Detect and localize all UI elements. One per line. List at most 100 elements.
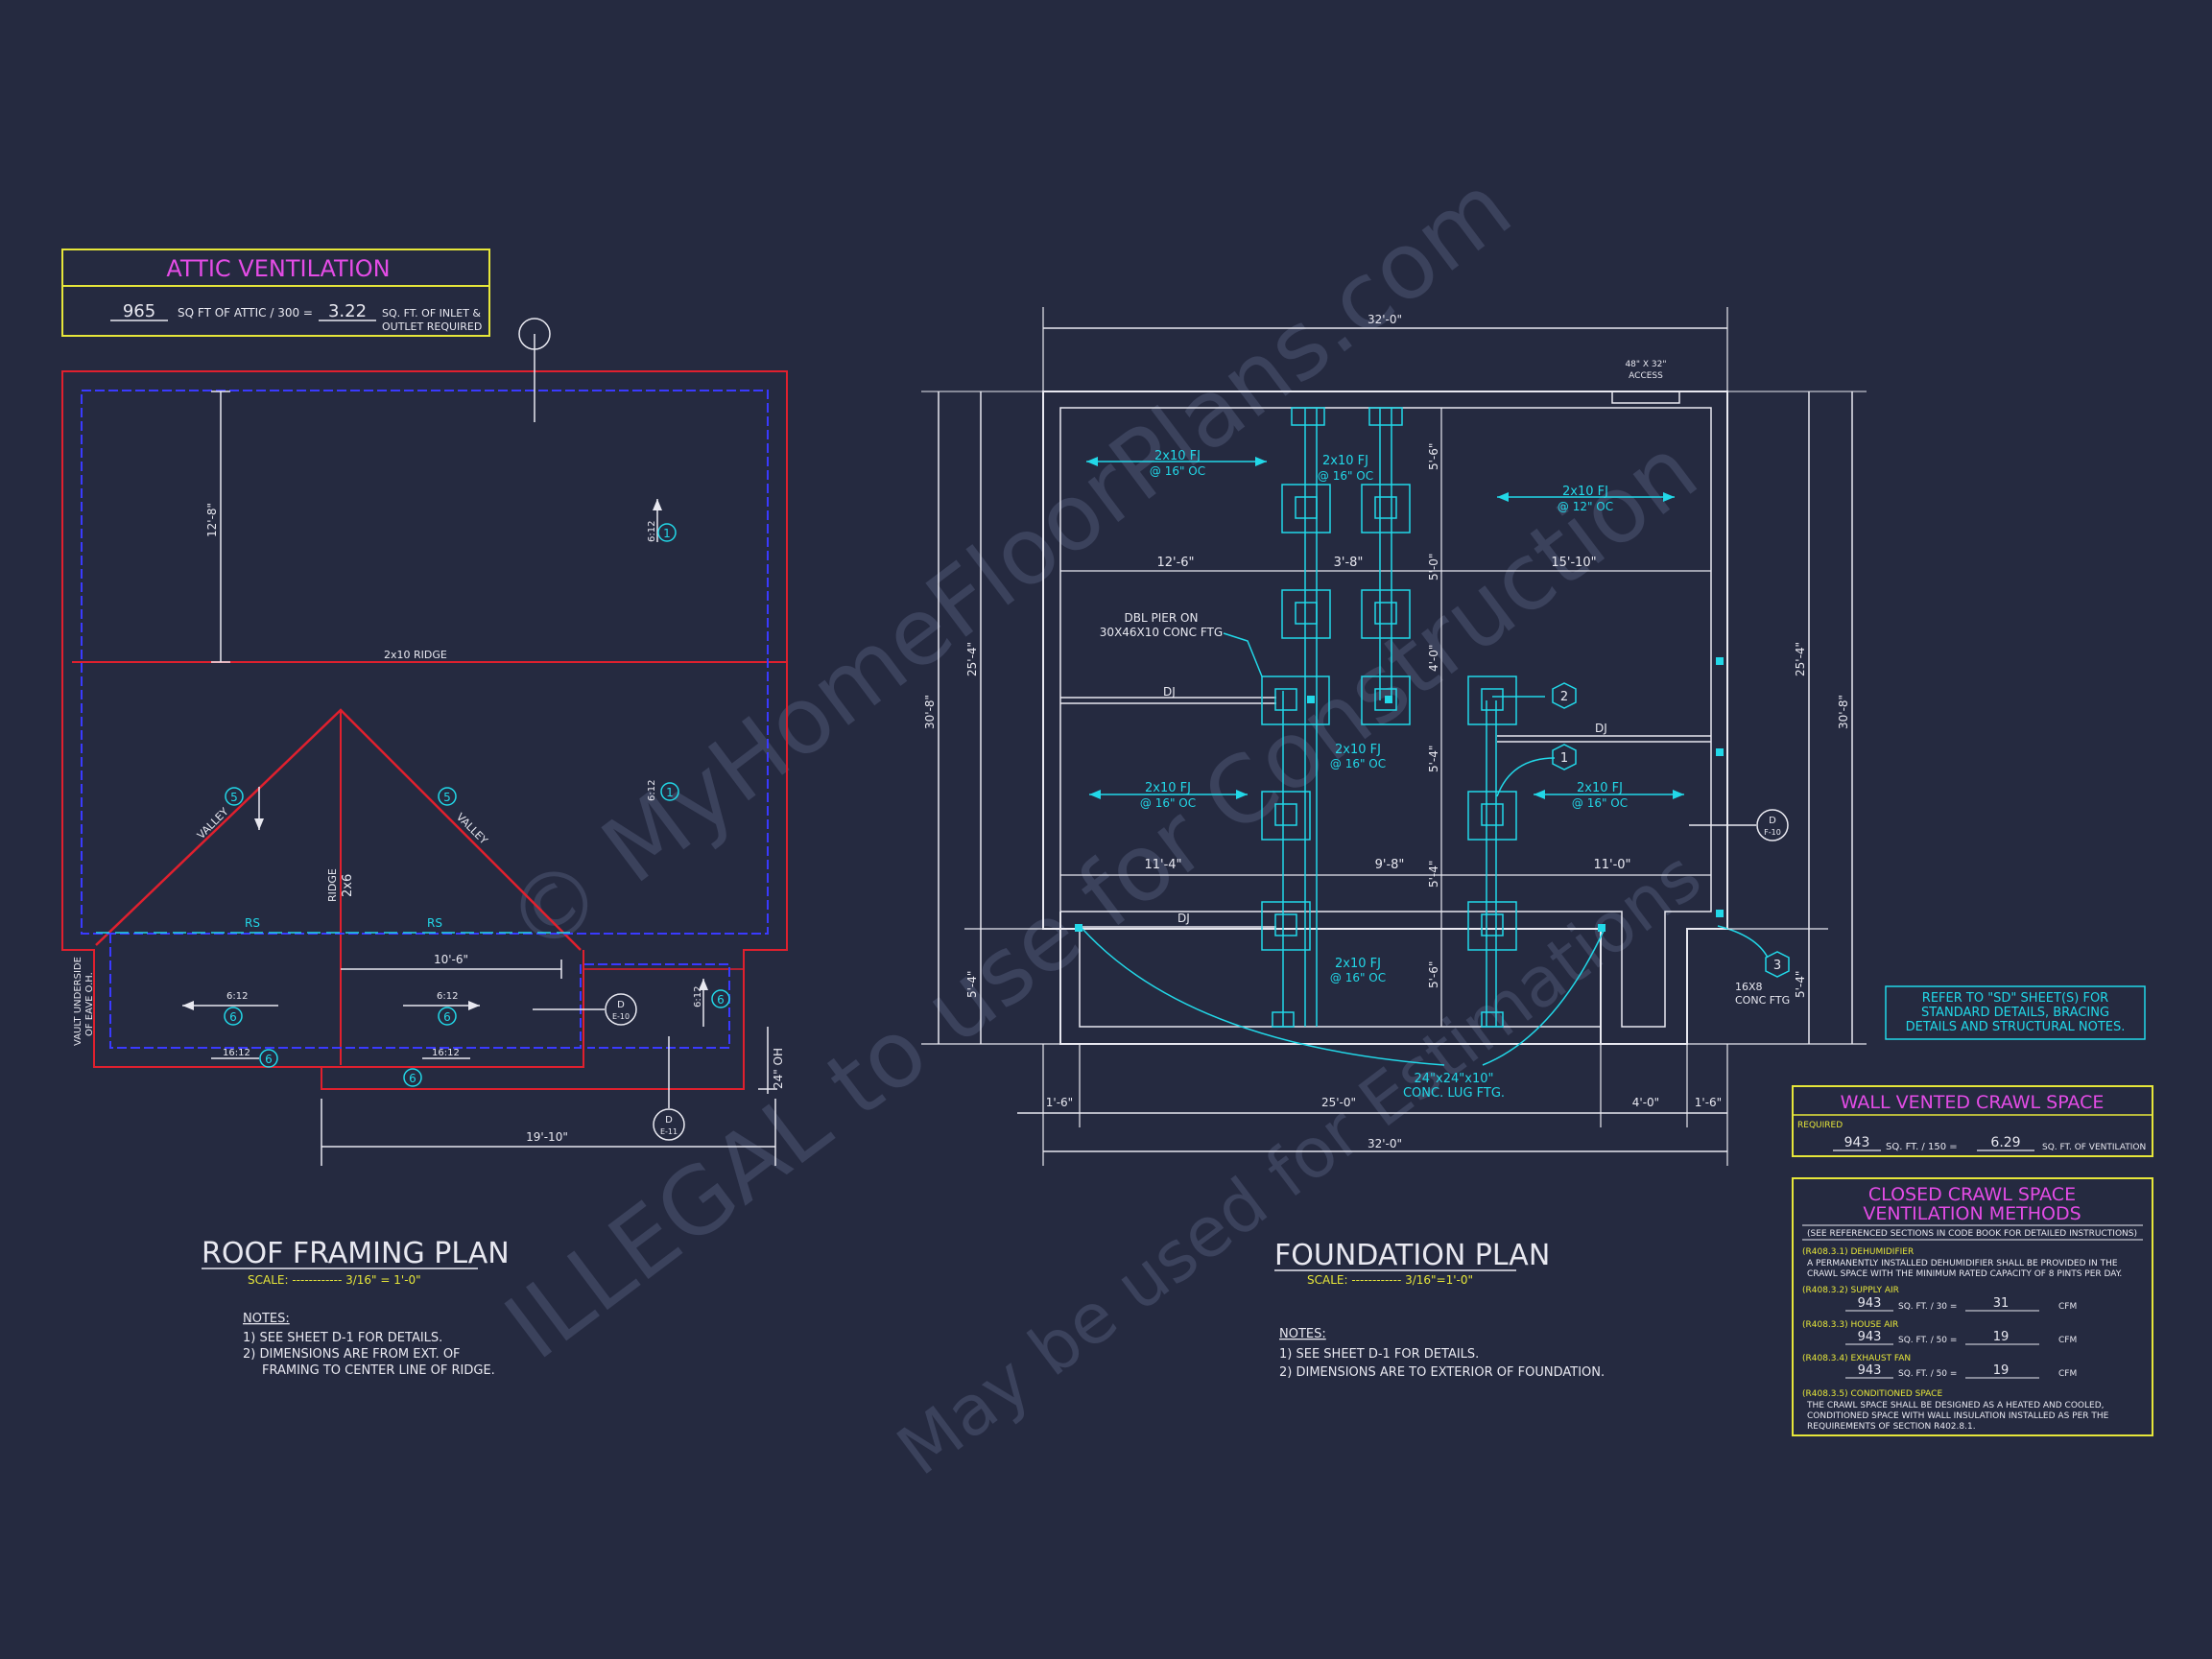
attic-text-1: SQ FT OF ATTIC / 300 = <box>178 306 313 320</box>
foundation-plan-title: FOUNDATION PLAN <box>1274 1239 1550 1272</box>
pitch-marker-16-a: 16:12 6 <box>211 1048 278 1068</box>
svg-text:@ 16" OC: @ 16" OC <box>1140 796 1196 810</box>
dim-30-8-right: 30'-8" <box>1837 695 1850 729</box>
dim-top-32-0: 32'-0" <box>1368 313 1402 326</box>
wall-vented-required: REQUIRED <box>1797 1121 1843 1130</box>
attic-sqft: 965 <box>123 301 155 321</box>
svg-text:D: D <box>665 1115 673 1126</box>
svg-text:2x10 FJ: 2x10 FJ <box>1322 454 1368 468</box>
closed-crawl-box: CLOSED CRAWL SPACE VENTILATION METHODS (… <box>1792 1177 2153 1436</box>
attic-ventilation-title: ATTIC VENTILATION <box>166 255 390 282</box>
exhaust-fan-code: (R408.3.4) EXHAUST FAN <box>1802 1354 1911 1363</box>
house-air-sqft: 943 <box>1858 1330 1882 1344</box>
pier-dots <box>1075 657 1724 932</box>
pitch-marker-1-lower: 6:12 1 <box>647 780 679 801</box>
svg-text:2x10 FJ: 2x10 FJ <box>1154 449 1201 463</box>
section-marker-d-f10: D F-10 <box>1689 809 1789 841</box>
dim-9-8: 9'-8" <box>1375 858 1405 872</box>
exhaust-fan-cfm: CFM <box>2058 1369 2077 1379</box>
pitch-marker-6-b: 6:12 6 <box>403 991 480 1026</box>
svg-text:E-11: E-11 <box>660 1127 678 1136</box>
svg-text:1: 1 <box>663 527 671 540</box>
roof-note-2: 2) DIMENSIONS ARE FROM EXT. OF <box>243 1347 461 1362</box>
fj-label-f: 2x10 FJ @ 16" OC <box>1534 781 1684 810</box>
svg-text:6:12: 6:12 <box>647 780 657 801</box>
dim-11-0: 11'-0" <box>1593 858 1630 872</box>
conditioned-space-b: CONDITIONED SPACE WITH WALL INSULATION I… <box>1807 1411 2109 1421</box>
house-air-value: 19 <box>1993 1330 2010 1344</box>
dj-label-2: DJ <box>1595 722 1607 735</box>
svg-text:@ 16" OC: @ 16" OC <box>1330 757 1386 770</box>
supply-air-cfm: CFM <box>2058 1302 2077 1312</box>
foundation-plan: DJ DJ DJ <box>921 307 1867 1380</box>
callout-2: 2 <box>1492 682 1577 709</box>
foundation-note-1: 1) SEE SHEET D-1 FOR DETAILS. <box>1279 1347 1479 1362</box>
fj-label-d: 2x10 FJ @ 16" OC <box>1089 781 1248 810</box>
supply-air-code: (R408.3.2) SUPPLY AIR <box>1802 1286 1899 1295</box>
vault-note-b: OF EAVE O.H. <box>84 972 95 1036</box>
closed-crawl-subtitle: (SEE REFERENCED SECTIONS IN CODE BOOK FO… <box>1807 1229 2137 1239</box>
closed-crawl-title-b: VENTILATION METHODS <box>1863 1203 2081 1224</box>
watermark-line-1: © MyHomeFloorPlans.com <box>486 154 1530 978</box>
dim-12-8: 12'-8" <box>205 503 219 537</box>
dim-1-6-right: 1'-6" <box>1695 1096 1722 1109</box>
fj-label-g: 2x10 FJ @ 16" OC <box>1330 957 1386 984</box>
conc-ftg-b: CONC FTG <box>1735 994 1790 1007</box>
svg-text:2x10 FJ: 2x10 FJ <box>1562 485 1608 499</box>
supply-air-sqft: 943 <box>1858 1296 1882 1311</box>
section-marker-d-e10: D E-10 <box>533 993 637 1026</box>
svg-text:3: 3 <box>1773 959 1781 973</box>
ridge-label: 2x10 RIDGE <box>384 649 447 661</box>
svg-text:@ 12" OC: @ 12" OC <box>1558 500 1613 513</box>
roof-scale: SCALE: ------------ 3/16" = 1'-0" <box>248 1273 421 1287</box>
refer-note-2: STANDARD DETAILS, BRACING <box>1921 1006 2109 1020</box>
wall-vented-sqft: 943 <box>1844 1135 1870 1150</box>
lug-ftg-a: 24"x24"x10" <box>1415 1072 1494 1086</box>
exhaust-fan-sqft: 943 <box>1858 1363 1882 1378</box>
dim-5-4-b: 5'-4" <box>1427 861 1440 888</box>
dim-24-oh: 24" OH <box>772 1048 785 1089</box>
svg-text:@ 16" OC: @ 16" OC <box>1150 464 1205 478</box>
attic-ventilation-box: ATTIC VENTILATION 965 SQ FT OF ATTIC / 3… <box>61 249 490 337</box>
svg-text:D: D <box>1769 816 1776 826</box>
pitch-marker-1-top: 6:12 1 <box>647 499 677 542</box>
dim-5-0: 5'-0" <box>1427 554 1440 581</box>
refer-note-3: DETAILS AND STRUCTURAL NOTES. <box>1906 1020 2126 1034</box>
refer-note-1: REFER TO "SD" SHEET(S) FOR <box>1922 991 2108 1006</box>
fj-label-b: 2x10 FJ @ 16" OC <box>1318 454 1373 483</box>
dim-4-0-bottom: 4'-0" <box>1632 1096 1659 1109</box>
svg-text:2x10 FJ: 2x10 FJ <box>1335 957 1381 971</box>
supply-air-div: SQ. FT. / 30 = <box>1898 1302 1957 1312</box>
section-marker-d-e11: D E-11 <box>653 1036 685 1141</box>
svg-text:6: 6 <box>265 1053 273 1066</box>
roof-note-1: 1) SEE SHEET D-1 FOR DETAILS. <box>243 1331 442 1345</box>
dim-bottom-32-0: 32'-0" <box>1368 1137 1402 1150</box>
exhaust-fan-value: 19 <box>1993 1363 2010 1378</box>
conditioned-space-c: REQUIREMENTS OF SECTION R402.8.1. <box>1807 1422 1976 1432</box>
ridge-vertical-label: RIDGE <box>326 868 339 902</box>
dim-19-10: 19'-10" <box>526 1130 568 1144</box>
foundation-scale: SCALE: ------------ 3/16"=1'-0" <box>1307 1273 1473 1287</box>
wall-vented-text-2: SQ. FT. OF VENTILATION <box>2042 1143 2146 1152</box>
wall-vented-text-1: SQ. FT. / 150 = <box>1886 1142 1958 1152</box>
refer-note-box: REFER TO "SD" SHEET(S) FOR STANDARD DETA… <box>1885 985 2146 1040</box>
dim-5-4-left: 5'-4" <box>965 971 979 998</box>
svg-text:6:12: 6:12 <box>437 991 458 1002</box>
dbl-pier-note-b: 30X46X10 CONC FTG <box>1100 626 1223 639</box>
rs-label-left: RS <box>245 916 260 930</box>
exhaust-fan-div: SQ. FT. / 50 = <box>1898 1369 1957 1379</box>
roof-framing-plan: RS RS 12'-8" 2x10 RIDGE RIDGE 2x6 VALLEY… <box>61 318 788 1378</box>
svg-text:F-10: F-10 <box>1764 828 1781 837</box>
svg-text:5: 5 <box>443 791 451 804</box>
wall-vented-value: 6.29 <box>1990 1135 2020 1150</box>
dbl-pier-note-a: DBL PIER ON <box>1125 611 1199 625</box>
pitch-marker-6-a: 6:12 6 <box>182 991 278 1026</box>
svg-text:6: 6 <box>717 993 725 1007</box>
house-air-code: (R408.3.3) HOUSE AIR <box>1802 1320 1898 1330</box>
wall-vented-box: WALL VENTED CRAWL SPACE REQUIRED 943 SQ.… <box>1792 1085 2153 1157</box>
svg-text:16:12: 16:12 <box>432 1048 460 1058</box>
fj-label-c: 2x10 FJ @ 12" OC <box>1497 485 1675 513</box>
supply-air-value: 31 <box>1993 1296 2010 1311</box>
house-air-cfm: CFM <box>2058 1336 2077 1345</box>
